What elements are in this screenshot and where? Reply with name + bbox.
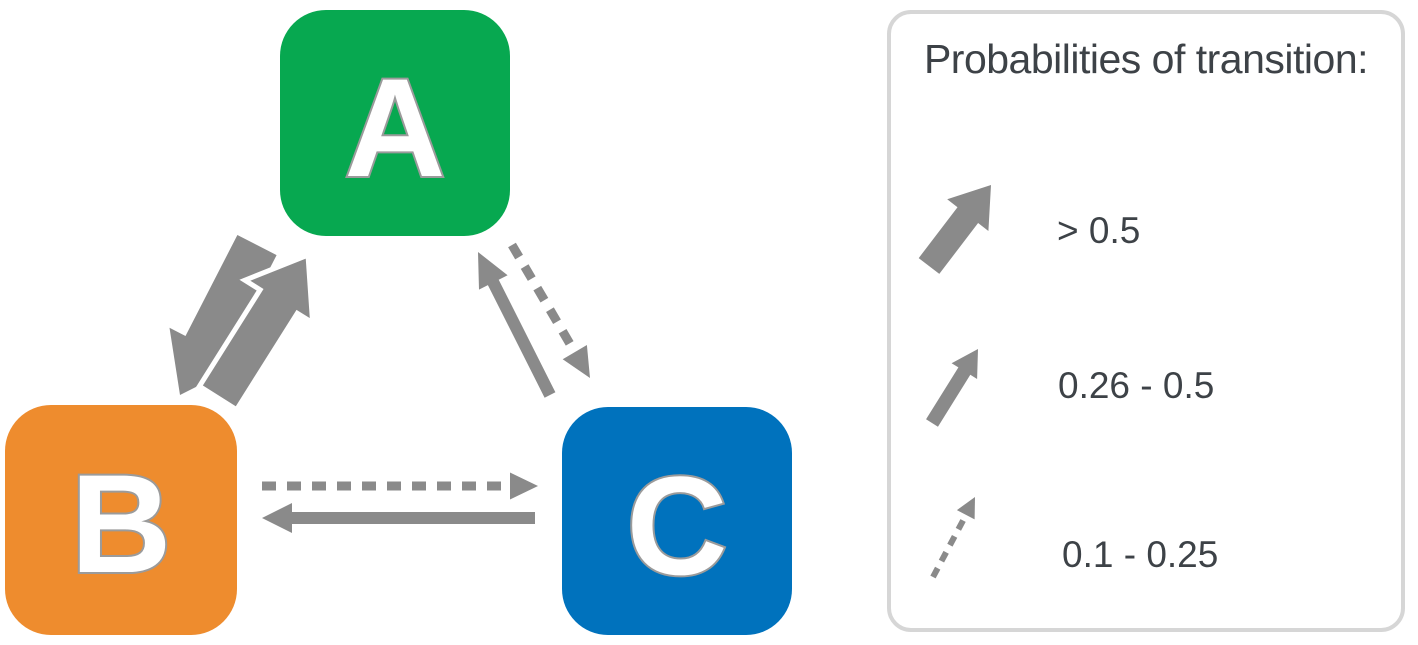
- node-a-label: A: [344, 49, 445, 206]
- arrow-b-to-a: [195, 251, 316, 414]
- state-diagram-canvas: A B C: [5, 10, 792, 635]
- medium-solid-arrow-icon: [926, 349, 978, 427]
- legend-label-high: > 0.5: [1057, 210, 1141, 251]
- arrow-a-to-c-head: [562, 345, 590, 378]
- node-c-label: C: [626, 447, 727, 604]
- node-a-box: [280, 10, 510, 236]
- arrow-c-to-b: [262, 503, 535, 533]
- node-c: C: [562, 407, 792, 635]
- arrow-b-to-c: [262, 472, 538, 500]
- thin-dashed-arrow-icon: [930, 497, 975, 579]
- node-c-box: [562, 407, 792, 635]
- arrow-c-to-a: [478, 252, 556, 398]
- node-b-box: [5, 405, 237, 635]
- node-b: B: [5, 405, 237, 635]
- legend-label-mid: 0.26 - 0.5: [1058, 365, 1215, 406]
- legend-panel: Probabilities of transition: > 0.5 0.26 …: [887, 10, 1405, 632]
- legend-label-low: 0.1 - 0.25: [1062, 534, 1219, 575]
- node-b-label: B: [70, 445, 171, 602]
- arrow-b-to-c-head: [510, 472, 538, 500]
- arrow-a-to-c: [508, 242, 590, 378]
- arrow-a-to-b: [169, 235, 277, 395]
- arrow-a-to-c-shaft: [508, 242, 579, 355]
- legend-title: Probabilities of transition:: [923, 36, 1369, 82]
- thick-solid-arrow-icon: [918, 185, 991, 274]
- node-a: A: [280, 10, 510, 236]
